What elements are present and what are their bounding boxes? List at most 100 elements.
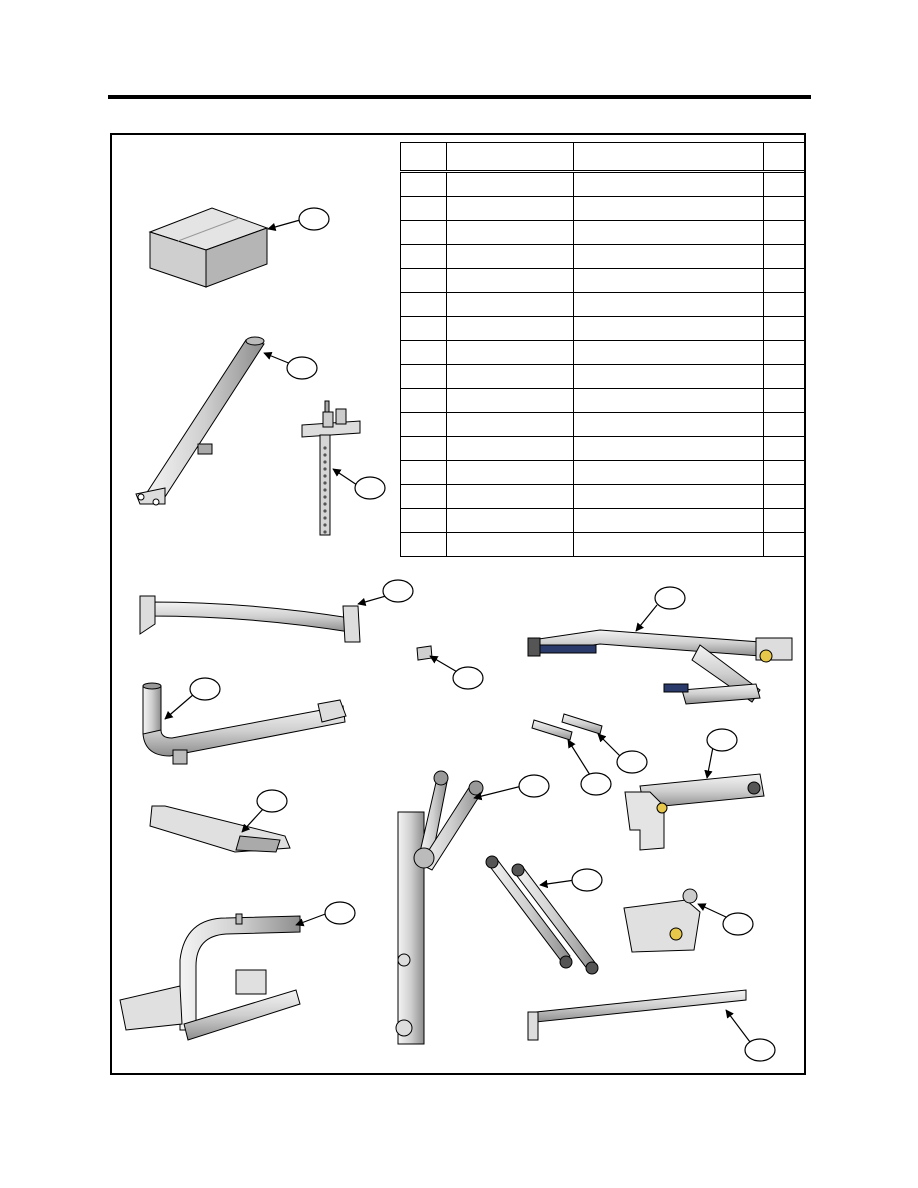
table-row <box>400 220 805 245</box>
table-cell <box>400 340 447 365</box>
callout-balloon <box>706 728 738 752</box>
callout-balloon <box>324 901 356 925</box>
table-cell <box>763 171 805 197</box>
hardware-box <box>148 207 269 288</box>
table-cell <box>763 220 805 245</box>
curved-crossbar <box>139 595 361 643</box>
table-row <box>400 484 805 509</box>
cross-frame-assembly <box>527 629 793 705</box>
rack-holes <box>323 446 327 534</box>
callout-balloon <box>616 750 648 774</box>
rack-hole <box>323 467 327 471</box>
parts-list-table <box>400 142 805 557</box>
table-cell <box>446 532 574 557</box>
callout-balloon <box>580 772 612 796</box>
table-cell <box>763 388 805 413</box>
tall-upright-swing-arm <box>395 770 484 1045</box>
rack-hole <box>323 509 327 513</box>
table-cell <box>400 436 447 461</box>
pivot-bracket <box>623 888 701 953</box>
header-cell <box>763 142 805 172</box>
table-cell <box>573 436 764 461</box>
rack-hole <box>323 495 327 499</box>
table-cell <box>573 508 764 533</box>
rack-hole <box>323 481 327 485</box>
table-row <box>400 412 805 437</box>
angled-upright-tube <box>135 336 265 506</box>
table-cell <box>763 460 805 485</box>
seat-frame <box>149 805 291 853</box>
table-cell <box>446 292 574 317</box>
callout-balloons <box>189 207 776 1062</box>
table-cell <box>400 292 447 317</box>
table-cell <box>573 388 764 413</box>
table-cell <box>446 196 574 221</box>
rack-hole <box>323 516 327 520</box>
callout-balloon <box>382 579 414 603</box>
header-cell <box>400 142 447 172</box>
table-cell <box>763 268 805 293</box>
axle-pins <box>531 713 603 741</box>
callout-balloon <box>256 789 288 813</box>
callout-balloon <box>722 912 754 936</box>
rack-hole <box>323 488 327 492</box>
table-row <box>400 316 805 341</box>
table-cell <box>573 292 764 317</box>
table-cell <box>400 484 447 509</box>
table-cell <box>400 196 447 221</box>
table-cell <box>400 220 447 245</box>
header-cell <box>446 142 574 172</box>
rack-hole <box>323 453 327 457</box>
rack-hole <box>323 502 327 506</box>
pivot-arm-bracket <box>624 773 765 851</box>
table-cell <box>400 508 447 533</box>
table-cell <box>446 268 574 293</box>
table-cell <box>400 268 447 293</box>
callout-balloon <box>354 476 386 500</box>
rack-hole <box>323 460 327 464</box>
l-shaped-base-tube <box>142 682 347 765</box>
parallel-link-arms <box>485 855 599 975</box>
callout-balloon <box>298 207 330 231</box>
main-base-frame <box>119 913 301 1041</box>
table-cell <box>400 412 447 437</box>
table-row <box>400 508 805 533</box>
rack-hole <box>323 446 327 450</box>
table-cell <box>573 340 764 365</box>
table-cell <box>573 460 764 485</box>
callout-balloon <box>452 666 484 690</box>
parts-diagram-frame <box>110 133 806 1075</box>
table-row <box>400 244 805 269</box>
header-rule <box>108 95 811 99</box>
table-cell <box>763 412 805 437</box>
table-row <box>400 388 805 413</box>
table-header-row <box>400 142 805 172</box>
table-cell <box>573 220 764 245</box>
table-cell <box>573 364 764 389</box>
table-cell <box>446 244 574 269</box>
callout-leaders <box>164 219 751 1043</box>
table-row <box>400 436 805 461</box>
rack-hole <box>323 523 327 527</box>
table-row <box>400 340 805 365</box>
table-cell <box>763 244 805 269</box>
callout-balloon <box>654 586 686 610</box>
table-cell <box>573 244 764 269</box>
table-row <box>400 532 805 557</box>
table-cell <box>763 364 805 389</box>
rack-hole <box>323 530 327 534</box>
rack-hole <box>323 474 327 478</box>
table-cell <box>763 436 805 461</box>
table-cell <box>763 532 805 557</box>
callout-balloon <box>189 677 221 701</box>
table-cell <box>763 484 805 509</box>
callout-balloon <box>571 868 603 892</box>
callout-balloon <box>518 774 550 798</box>
small-plate <box>416 645 433 661</box>
table-cell <box>573 196 764 221</box>
table-cell <box>573 532 764 557</box>
callout-balloon <box>286 356 318 380</box>
callout-balloon <box>744 1038 776 1062</box>
table-row <box>400 292 805 317</box>
